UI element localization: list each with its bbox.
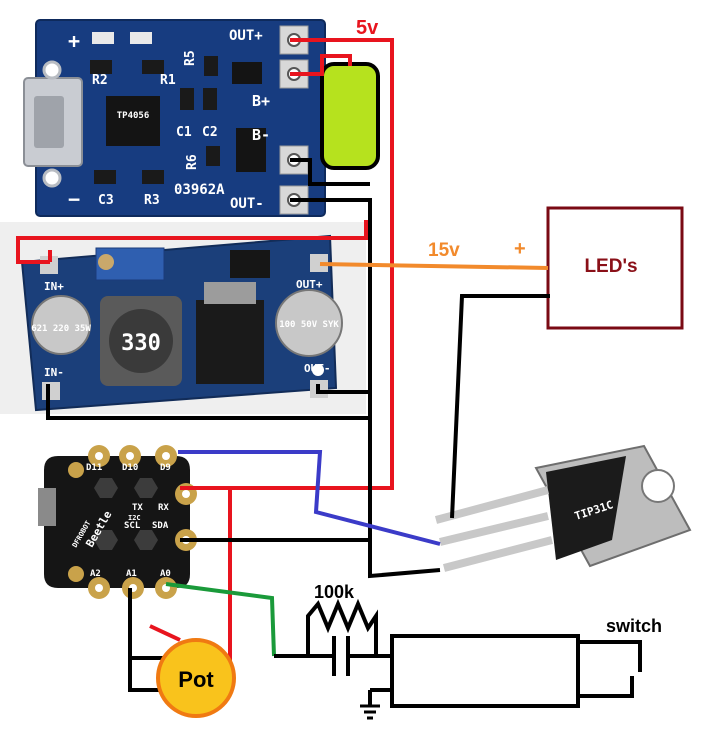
wire-pot-ground	[128, 588, 160, 692]
charger-board: TP4056 + − R2 R1 R5 C1 C2 R6 C3 R3 03962…	[23, 19, 326, 217]
battery-icon	[320, 62, 380, 170]
wire-ground	[290, 198, 372, 560]
capacitor-left-icon	[31, 295, 91, 355]
charger-c2-label: C2	[202, 125, 218, 140]
charger-minus-label: −	[68, 187, 80, 211]
beetle-d11-label: D11	[86, 463, 102, 473]
led-box: LED's	[546, 206, 684, 330]
label-100k: 100k	[314, 582, 355, 602]
wire-switch-sense	[165, 582, 276, 657]
boost-regulator-icon	[196, 300, 264, 384]
beetle-rx-label: RX	[158, 503, 169, 513]
resistor-100k-icon	[306, 598, 378, 656]
wire-boost-in	[16, 220, 368, 264]
boost-cap-right-label: 100 50V SYK	[279, 320, 339, 330]
charger-board-code: 03962A	[174, 182, 225, 198]
pot-icon	[156, 638, 236, 718]
label-plus: +	[514, 238, 526, 260]
charger-r5-label: R5	[183, 50, 198, 66]
charger-out-plus-label: OUT+	[229, 28, 263, 44]
charger-r2-label: R2	[92, 73, 108, 88]
wire-15v	[319, 262, 549, 270]
beetle-a0-label: A0	[160, 569, 171, 579]
beetle-i2c-label: I2C	[128, 514, 141, 522]
charger-ic-icon	[106, 96, 160, 146]
wire-signal	[178, 450, 441, 546]
boost-out-plus-label: OUT+	[296, 278, 323, 291]
boost-in-plus-label: IN+	[44, 280, 64, 293]
beetle-sda-label: SDA	[152, 521, 169, 531]
boost-in-minus-label: IN-	[44, 366, 64, 379]
charger-r3-label: R3	[144, 193, 160, 208]
beetle-d10-label: D10	[122, 463, 138, 473]
label-5v: 5v	[356, 17, 379, 39]
beetle-scl-label: SCL	[124, 521, 141, 531]
beetle-d9-label: D9	[160, 463, 171, 473]
wire-battery-plus	[290, 54, 352, 76]
ground-symbol-icon	[360, 688, 392, 720]
pot-label: Pot	[178, 667, 214, 692]
wire-boost-out-minus	[316, 384, 368, 394]
wire-battery-minus	[290, 158, 370, 186]
transistor: TIP31C	[434, 444, 692, 572]
wire-emitter	[368, 540, 441, 579]
label-switch: switch	[606, 616, 662, 636]
charger-plus-label: +	[68, 29, 80, 53]
leds-label: LED's	[584, 256, 637, 277]
beetle-usb-icon	[38, 488, 56, 526]
switch-contact-a	[578, 640, 642, 672]
charger-out-minus-label: OUT-	[230, 196, 264, 212]
wire-collector	[450, 294, 550, 519]
charger-b-plus-label: B+	[252, 92, 270, 110]
beetle-board: D11 D10 D9 TX RX SCL SDA I2C A2 A1 A0 DF…	[38, 445, 197, 599]
switch-contact-b	[578, 676, 634, 698]
boost-out-minus-label: OUT-	[304, 362, 331, 375]
beetle-a1-label: A1	[126, 569, 137, 579]
switch-housing	[390, 634, 580, 708]
wire-boost-in-minus	[46, 384, 368, 420]
charger-b-minus-label: B-	[252, 126, 270, 144]
beetle-tx-label: TX	[132, 503, 143, 513]
boost-board: 330 621 220 35W 100 50V SYK IN+ OUT+ IN-…	[0, 222, 366, 414]
charger-r1-label: R1	[160, 73, 176, 88]
charger-c3-label: C3	[98, 193, 114, 208]
boost-cap-left-label: 621 220 35W	[31, 324, 91, 334]
boost-inductor-label: 330	[121, 331, 161, 356]
transistor-body-icon	[546, 456, 626, 560]
charger-r6-label: R6	[185, 154, 200, 170]
beetle-a2-label: A2	[90, 569, 101, 579]
charger-c1-label: C1	[176, 125, 192, 140]
label-15v: 15v	[428, 240, 460, 261]
capacitor-right-icon	[275, 289, 343, 357]
charger-chip-label: TP4056	[117, 111, 150, 121]
